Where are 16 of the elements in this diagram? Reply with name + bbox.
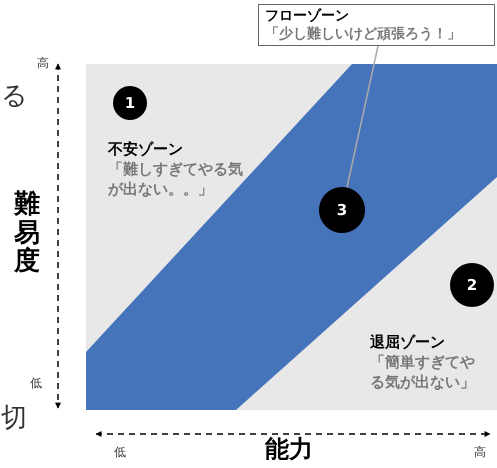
axis-title: 難易度 xyxy=(14,190,41,276)
axis-tick-label: 高 xyxy=(474,445,486,461)
callout-box xyxy=(258,4,495,46)
cropped-text: る xyxy=(1,80,28,113)
axis-tick-label: 低 xyxy=(30,376,42,392)
zone-title: 退屈ゾーン xyxy=(370,333,445,352)
axis-title: 能力 xyxy=(265,434,313,465)
cropped-text: 切 xyxy=(1,402,27,435)
zone-description: 「難しすぎてやる気が出ない。。」 xyxy=(108,160,244,199)
axis-tick-label: 高 xyxy=(37,56,49,72)
axis-tick-label: 低 xyxy=(114,445,126,461)
callout-text: 「少し難しいけど頑張ろう！」 xyxy=(265,25,462,43)
leader-line xyxy=(346,46,379,188)
zone-title: 不安ゾーン xyxy=(108,140,183,160)
callout-title: フローゾーン xyxy=(265,7,350,25)
zone-description: 「簡単すぎてやる気が出ない」 xyxy=(370,353,476,392)
